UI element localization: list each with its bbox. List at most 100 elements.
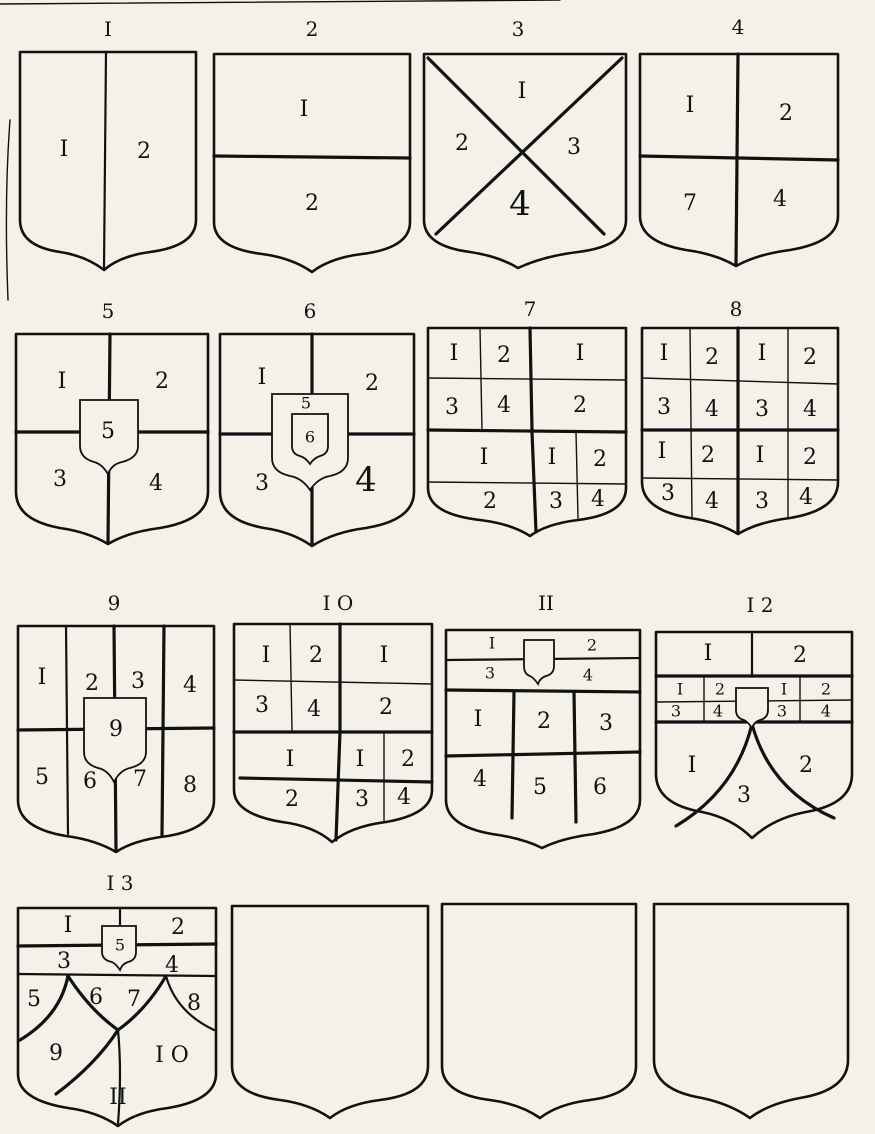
- cell-label: 2: [701, 443, 715, 468]
- cell-label: 4: [397, 785, 411, 810]
- curved-partition: [118, 976, 166, 1030]
- cell-label: 7: [127, 987, 141, 1012]
- cell-label: 3: [737, 783, 751, 808]
- figure-12: I 2 I 2 I 2 I 2 3 4 3 4 I 2 3: [656, 593, 852, 838]
- cell-label: 2: [705, 345, 719, 370]
- cell-label: 4: [307, 697, 321, 722]
- cell-label: 3: [657, 395, 671, 420]
- cell-label: I: [489, 634, 495, 653]
- cell-label: 2: [497, 343, 511, 368]
- blank-shield-1: [232, 906, 428, 1118]
- cell-label: 4: [821, 702, 831, 721]
- cell-label: 2: [587, 636, 597, 655]
- cell-label: 4: [497, 393, 511, 418]
- figure-11: II I 2 3 4 I 2 3 4 5 6: [446, 591, 640, 848]
- figure-caption: 8: [730, 297, 743, 321]
- cell-label: 8: [183, 773, 197, 798]
- figure-5: 5 I 2 5 3 4: [16, 299, 208, 544]
- partition-line: [428, 378, 626, 380]
- cell-label: 2: [793, 643, 807, 668]
- cell-label: I: [576, 341, 585, 366]
- cell-label: I: [262, 643, 271, 668]
- quarter-label: 2: [305, 191, 319, 216]
- cell-label: 5: [27, 987, 41, 1012]
- cell-label: 3: [671, 702, 681, 721]
- cell-label: 6: [83, 769, 97, 794]
- cell-label: 3: [355, 787, 369, 812]
- partition-line: [428, 430, 626, 432]
- quarter-label: 2: [779, 101, 793, 126]
- figure-caption: II: [538, 591, 554, 615]
- cell-label: 3: [755, 397, 769, 422]
- cell-label: 2: [171, 915, 185, 940]
- quarter-label: 3: [53, 467, 67, 492]
- partition-line: [240, 778, 432, 782]
- cell-label: 2: [803, 445, 817, 470]
- figure-caption: I O: [323, 591, 354, 615]
- figure-caption: I: [104, 17, 112, 41]
- partition-line: [234, 680, 432, 684]
- partition-line: [18, 974, 216, 976]
- cell-label: 4: [583, 666, 593, 685]
- cell-label: I: [758, 341, 767, 366]
- quarter-label: 2: [455, 131, 469, 156]
- cell-label: 4: [165, 953, 179, 978]
- cell-label: 4: [799, 485, 813, 510]
- cell-label: 4: [473, 767, 487, 792]
- figure-caption: 9: [108, 591, 121, 615]
- cell-label: 3: [445, 395, 459, 420]
- figure-7: 7 I 2 I 3 4 2 I I 2 2 3 4: [428, 297, 626, 536]
- quarter-label: I: [686, 93, 695, 118]
- blank-shield-3: [654, 904, 848, 1118]
- cell-label: 3: [255, 693, 269, 718]
- cell-label: 3: [599, 711, 613, 736]
- cell-label: 2: [379, 695, 393, 720]
- cell-label: I: [704, 641, 713, 666]
- cell-label: 2: [803, 345, 817, 370]
- figure-1: I I 2: [20, 17, 196, 270]
- cell-label: I: [480, 445, 489, 470]
- cell-label: II: [109, 1085, 126, 1110]
- page-edge-line: [6, 120, 10, 300]
- cell-label: 2: [483, 489, 497, 514]
- quarter-label: 3: [567, 135, 581, 160]
- figure-3: 3 I 2 3 4: [424, 17, 626, 268]
- quarter-label: 4: [509, 184, 531, 224]
- cell-label: 5: [533, 775, 547, 800]
- figure-2: 2 I 2: [214, 17, 410, 272]
- inescutcheon-label: 6: [305, 428, 315, 447]
- quarter-label: 2: [137, 139, 151, 164]
- cell-label: 2: [537, 709, 551, 734]
- cell-label: I: [781, 680, 787, 699]
- cell-label: I: [756, 443, 765, 468]
- quarter-label: 7: [683, 191, 697, 216]
- inescutcheon: [524, 640, 554, 684]
- cell-label: 6: [89, 985, 103, 1010]
- shield-outline: [214, 54, 410, 272]
- cell-label: I: [356, 747, 365, 772]
- cell-label: 8: [187, 991, 201, 1016]
- quarter-label: 4: [149, 471, 163, 496]
- figure-8: 8 I 2 I 2 3 4 3 4 I 2 I 2 3 4 3 4: [642, 297, 838, 534]
- cell-label: 2: [799, 753, 813, 778]
- partition-line: [446, 690, 640, 692]
- figure-4: 4 I 2 7 4: [640, 15, 838, 266]
- cell-label: I: [658, 439, 667, 464]
- cell-label: 7: [133, 767, 147, 792]
- partition-line: [446, 752, 640, 756]
- cell-label: I: [474, 707, 483, 732]
- cell-label: I O: [155, 1043, 189, 1068]
- cell-label: 3: [549, 489, 563, 514]
- quarter-label: 2: [155, 369, 169, 394]
- partition-line: [428, 482, 626, 484]
- partition-line: [576, 432, 578, 518]
- shield-outline: [654, 904, 848, 1118]
- cell-label: 3: [661, 481, 675, 506]
- cell-label: 4: [183, 673, 197, 698]
- shield-outline: [442, 904, 636, 1118]
- cell-label: 2: [401, 747, 415, 772]
- cell-label: I: [450, 341, 459, 366]
- cell-label: I: [64, 913, 73, 938]
- cell-label: 5: [35, 765, 49, 790]
- figure-10: I O I 2 I 3 4 2 I I 2 2 3 4: [234, 591, 432, 842]
